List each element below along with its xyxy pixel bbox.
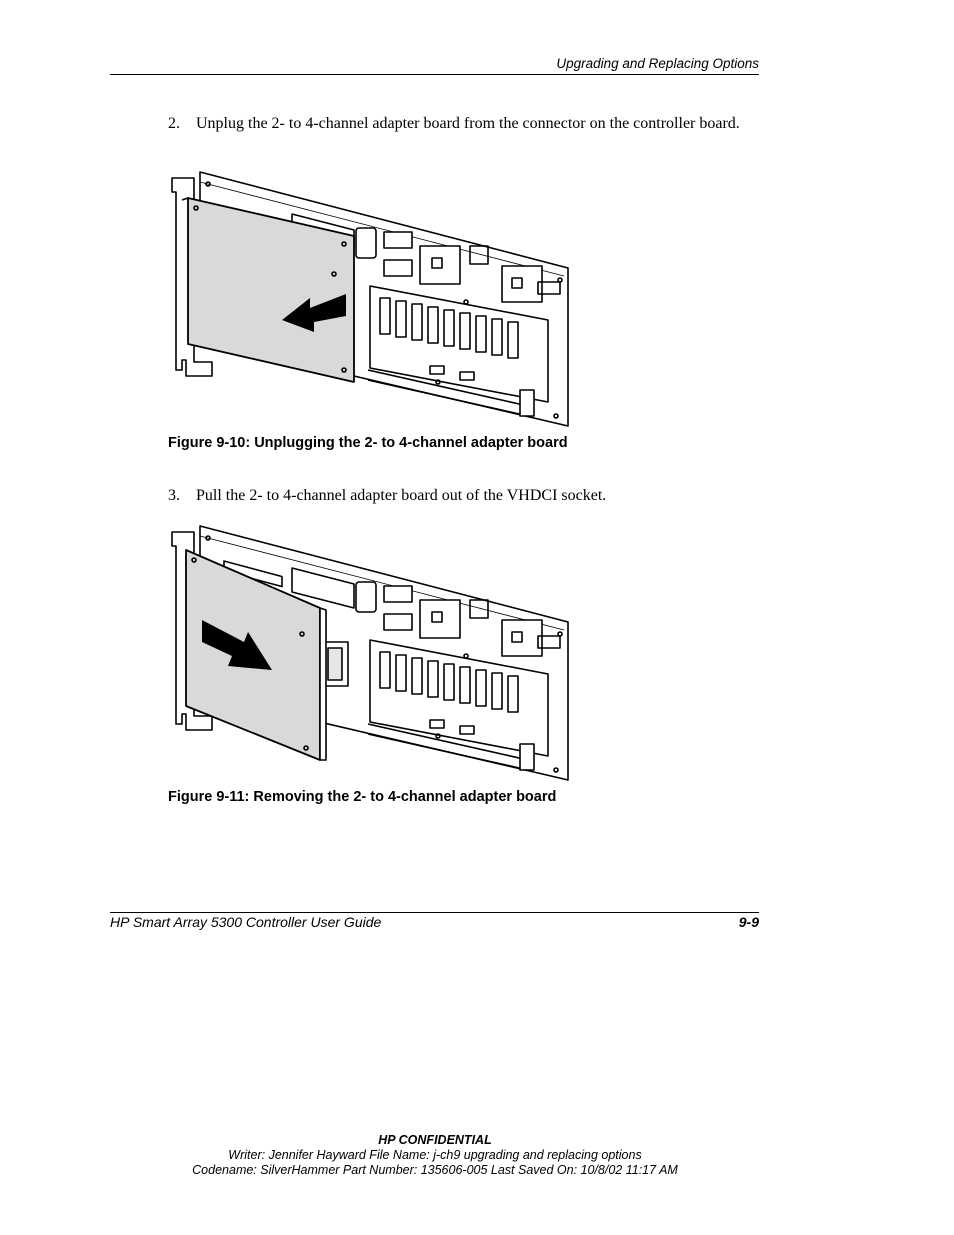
step-2: 2. Unplug the 2- to 4-channel adapter bo… [168,114,748,154]
step-text: Pull the 2- to 4-channel adapter board o… [196,487,607,504]
step-3: 3. Pull the 2- to 4-channel adapter boar… [168,486,748,506]
header-rule [110,74,759,75]
running-header: Upgrading and Replacing Options [556,56,759,71]
figure-caption: Figure 9-10: Unplugging the 2- to 4-chan… [168,435,568,451]
direction-arrow [282,294,346,332]
footer-guide-title: HP Smart Array 5300 Controller User Guid… [110,914,382,930]
step-number: 3. [168,487,180,504]
memory-module [369,639,549,757]
figure-caption: Figure 9-11: Removing the 2- to 4-channe… [168,789,557,805]
page-number: 9-9 [738,914,759,930]
step-text: Unplug the 2- to 4-channel adapter board… [196,115,740,132]
confidential-label: HP CONFIDENTIAL [378,1133,492,1147]
figure-9-10-illustration [171,171,569,427]
confidential-writer-line: Writer: Jennifer Hayward File Name: j-ch… [228,1148,642,1162]
figure-9-11-illustration [171,525,569,781]
adapter-board [187,197,355,383]
direction-arrow [202,620,272,670]
memory-module [369,285,549,403]
step-number: 2. [168,115,180,132]
confidential-codename-line: Codename: SilverHammer Part Number: 1356… [192,1163,678,1177]
footer-rule [110,912,759,913]
